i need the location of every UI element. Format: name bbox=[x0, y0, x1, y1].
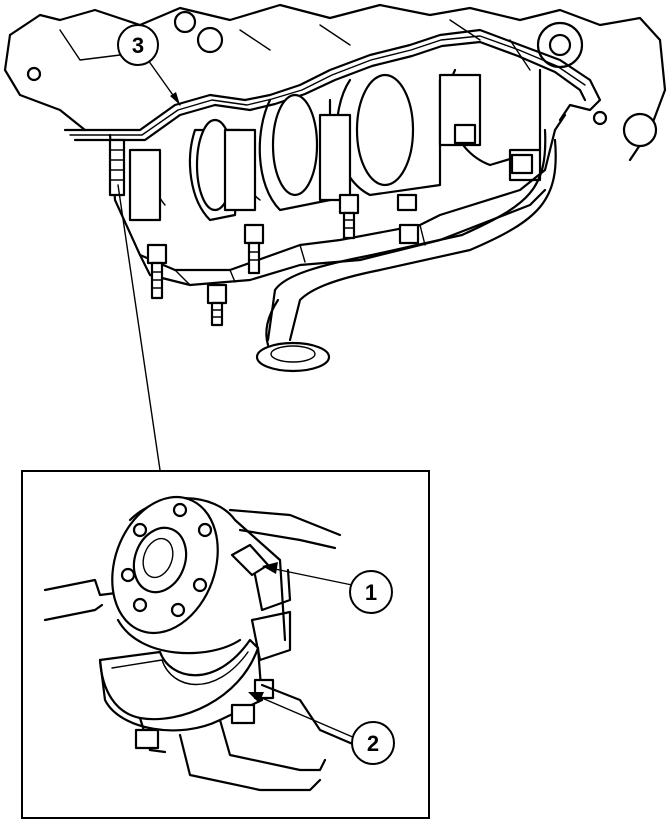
lower-bearing-cap bbox=[98, 638, 357, 792]
oil-pickup-tube bbox=[255, 128, 557, 373]
crankshaft-flange bbox=[111, 495, 287, 655]
inset-detail bbox=[21, 470, 430, 819]
callout-3: 3 bbox=[117, 24, 181, 106]
engine-block-illustration bbox=[3, 3, 667, 471]
inset-leader-line bbox=[117, 184, 161, 471]
callout-3-label: 3 bbox=[132, 33, 144, 58]
callout-2-label: 2 bbox=[367, 731, 379, 756]
bearing-bolts bbox=[108, 123, 534, 327]
callout-2: 2 bbox=[248, 692, 395, 765]
callout-1: 1 bbox=[262, 562, 393, 614]
callout-1-label: 1 bbox=[365, 580, 377, 605]
inset-frame bbox=[21, 470, 430, 819]
